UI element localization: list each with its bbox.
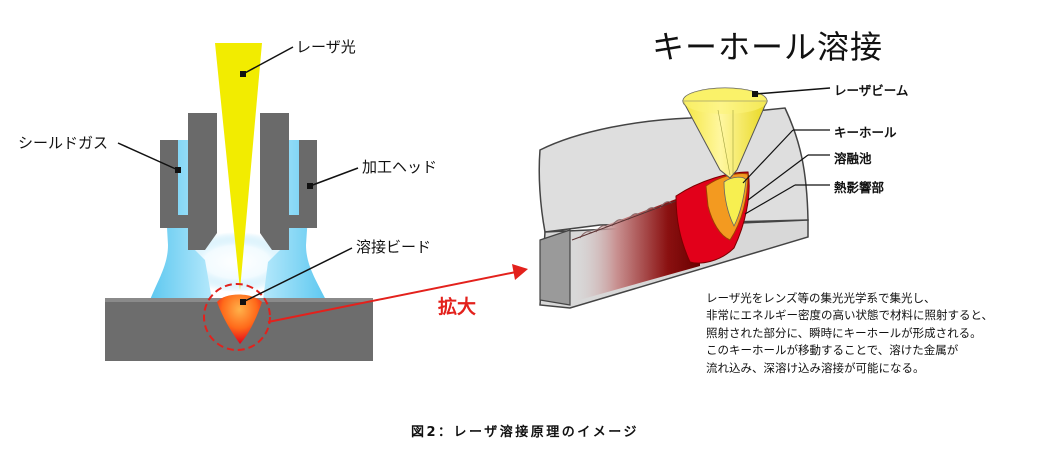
shield-gas-label: シールドガス bbox=[18, 134, 109, 152]
description: レーザ光をレンズ等の集光光学系で集光し、 非常にエネルギー密度の高い状態で材料に… bbox=[706, 290, 993, 377]
heat-affected-zone-label: 熱影響部 bbox=[834, 180, 885, 195]
keyhole-label: キーホール bbox=[834, 125, 897, 140]
heat-affected-zone bbox=[572, 190, 700, 302]
zoom-arrow bbox=[267, 271, 517, 323]
diagram-title: キーホール溶接 bbox=[652, 28, 884, 66]
zoom-label: 拡大 bbox=[438, 296, 477, 318]
description-line: 非常にエネルギー密度の高い状態で材料に照射すると、 bbox=[706, 308, 994, 323]
laser-beam bbox=[215, 43, 262, 290]
nozzle-right bbox=[260, 113, 317, 250]
processing-head-label: 加工ヘッド bbox=[362, 158, 438, 176]
description-line: 照射された部分に、瞬時にキーホールが形成される。 bbox=[706, 325, 982, 340]
description-line: レーザ光をレンズ等の集光光学系で集光し、 bbox=[706, 291, 936, 305]
weld-bead bbox=[217, 294, 262, 344]
keyhole bbox=[723, 176, 747, 227]
block-side-face bbox=[539, 229, 571, 306]
laser-beam-label: レーザビーム bbox=[834, 83, 909, 98]
molten-pool-label: 溶融池 bbox=[834, 151, 872, 166]
laser-light-label: レーザ光 bbox=[296, 38, 356, 56]
figure-caption: 図2：レーザ溶接原理のイメージ bbox=[410, 425, 640, 440]
description-line: このキーホールが移動することで、溶けた金属が bbox=[706, 343, 959, 358]
description-line: 流れ込み、深溶け込み溶接が可能になる。 bbox=[706, 360, 925, 375]
weld-bead-label: 溶接ビード bbox=[356, 238, 432, 256]
zoom-circle bbox=[203, 283, 271, 351]
nozzle-left bbox=[160, 113, 217, 250]
